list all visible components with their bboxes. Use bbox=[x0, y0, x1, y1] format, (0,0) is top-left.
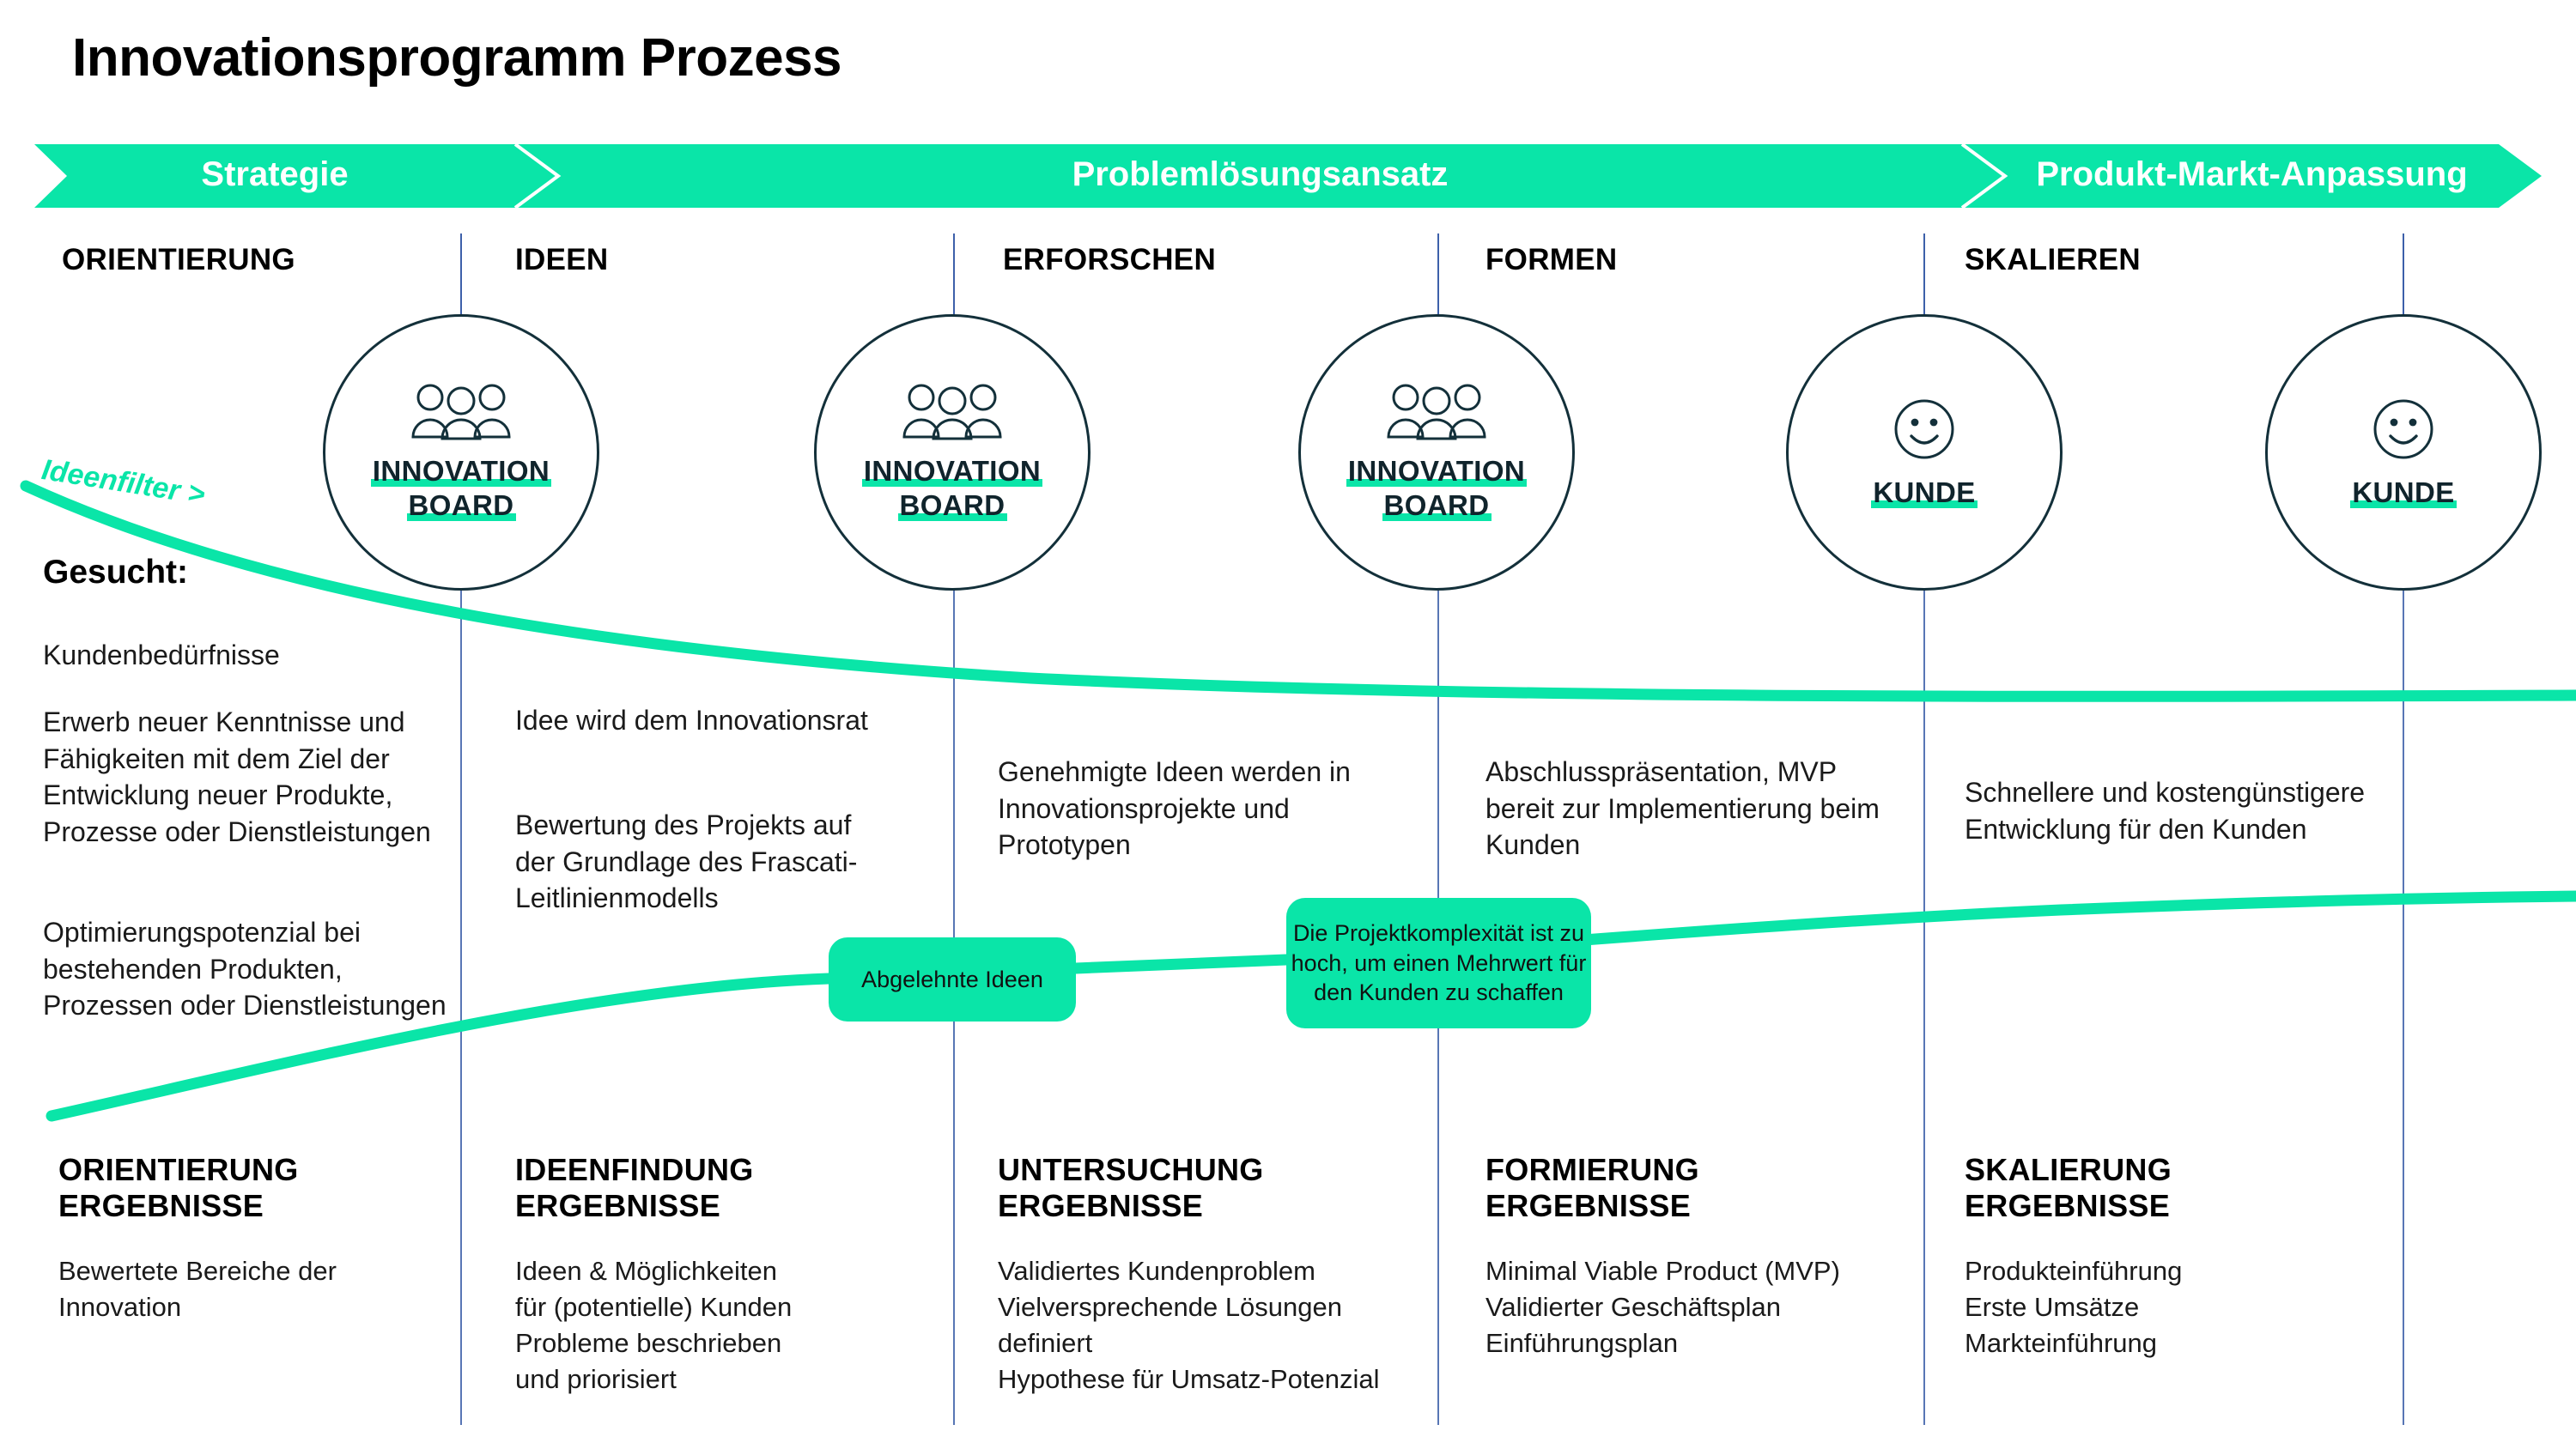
column-divider-5 bbox=[2403, 233, 2404, 1425]
node-label-line2: BOARD bbox=[406, 488, 516, 524]
description-ideen-2: Bewertung des Projekts auf der Grundlage… bbox=[515, 809, 858, 914]
node-label-line1: INNOVATION bbox=[370, 453, 552, 488]
result-body-ideenfindung: Ideen & Möglichkeiten für (potentielle) … bbox=[515, 1256, 793, 1395]
phase-label-problemloesungsansatz: Problemlösungsansatz bbox=[1072, 155, 1449, 193]
column-divider-3 bbox=[1437, 233, 1439, 1425]
smiley-face-icon bbox=[2373, 399, 2433, 459]
gesucht-title: Gesucht: bbox=[43, 554, 189, 591]
result-body-formierung: Minimal Viable Product (MVP) Validierter… bbox=[1485, 1256, 1840, 1359]
stage-label-orientierung: ORIENTIERUNG bbox=[62, 243, 295, 276]
node-label-5: KUNDE bbox=[2350, 475, 2457, 511]
description-ideen-1: Idee wird dem Innovationsrat bbox=[515, 705, 868, 736]
stem-node-3 bbox=[1437, 233, 1439, 315]
node-content-4: KUNDE bbox=[1789, 317, 2060, 588]
description-erforschen: Genehmigte Ideen werden in Innovationspr… bbox=[998, 756, 1351, 861]
smiley-face-icon bbox=[1894, 399, 1954, 459]
gesucht-item-3: Optimierungspotenzial bei bestehenden Pr… bbox=[43, 917, 447, 1022]
node-label-1: INNOVATION BOARD bbox=[370, 453, 552, 524]
node-content-2: INNOVATION BOARD bbox=[817, 317, 1088, 588]
phase-separator-2-icon bbox=[1960, 142, 2008, 209]
result-body-skalierung: Produkteinführung Erste Umsätze Marktein… bbox=[1965, 1256, 2183, 1359]
stem-node-5 bbox=[2403, 233, 2404, 315]
description-skalieren: Schnellere und kostengünstigere Entwickl… bbox=[1965, 777, 2366, 845]
people-group-icon bbox=[411, 384, 511, 440]
callout-abgelehnte-ideen[interactable]: Abgelehnte Ideen bbox=[829, 937, 1076, 1022]
node-content-3: INNOVATION BOARD bbox=[1301, 317, 1572, 588]
node-label-3: INNOVATION BOARD bbox=[1346, 453, 1528, 524]
result-body-orientierung: Bewertete Bereiche der Innovation bbox=[58, 1256, 337, 1323]
ideenfilter-label: Ideenfilter > bbox=[39, 453, 208, 512]
gesucht-item-2: Erwerb neuer Kenntnisse und Fähigkeiten … bbox=[43, 706, 431, 847]
stage-label-ideen: IDEEN bbox=[515, 243, 609, 276]
node-label-2: INNOVATION BOARD bbox=[861, 453, 1043, 524]
phase-banner bbox=[34, 142, 2542, 209]
page-title: Innovationsprogramm Prozess bbox=[72, 28, 842, 88]
node-content-5: KUNDE bbox=[2268, 317, 2539, 588]
phase-banner-shape bbox=[34, 144, 2542, 208]
column-divider-1 bbox=[460, 233, 462, 1425]
description-formen: Abschlusspräsentation, MVP bereit zur Im… bbox=[1485, 756, 1880, 861]
result-title-formierung: FORMIERUNG ERGEBNISSE bbox=[1485, 1152, 1699, 1224]
stage-label-erforschen: ERFORSCHEN bbox=[1003, 243, 1217, 276]
node-label-line1: KUNDE bbox=[1871, 475, 1978, 511]
node-label-line1: KUNDE bbox=[2350, 475, 2457, 511]
phase-label-strategie: Strategie bbox=[201, 155, 349, 193]
stem-node-4 bbox=[1923, 233, 1925, 315]
node-kunde-1[interactable]: KUNDE bbox=[1786, 314, 2063, 591]
result-title-orientierung: ORIENTIERUNG ERGEBNISSE bbox=[58, 1152, 299, 1224]
node-content-1: INNOVATION BOARD bbox=[325, 317, 597, 588]
node-kunde-2[interactable]: KUNDE bbox=[2265, 314, 2542, 591]
column-divider-4 bbox=[1923, 233, 1925, 1425]
result-title-skalierung: SKALIERUNG ERGEBNISSE bbox=[1965, 1152, 2172, 1224]
column-divider-2 bbox=[953, 233, 955, 1425]
result-title-ideenfindung: IDEENFINDUNG ERGEBNISSE bbox=[515, 1152, 754, 1224]
result-body-untersuchung: Validiertes Kundenproblem Vielverspreche… bbox=[998, 1256, 1380, 1395]
node-label-line2: BOARD bbox=[897, 488, 1007, 524]
phase-label-produkt-markt-anpassung: Produkt-Markt-Anpassung bbox=[2036, 155, 2468, 193]
node-innovation-board-1[interactable]: INNOVATION BOARD bbox=[323, 314, 599, 591]
people-group-icon bbox=[902, 384, 1002, 440]
people-group-icon bbox=[1387, 384, 1486, 440]
callout-projektkomplexitaet[interactable]: Die Projektkomplexität ist zu hoch, um e… bbox=[1286, 898, 1591, 1028]
node-label-line1: INNOVATION bbox=[1346, 453, 1528, 488]
result-title-untersuchung: UNTERSUCHUNG ERGEBNISSE bbox=[998, 1152, 1264, 1224]
node-innovation-board-3[interactable]: INNOVATION BOARD bbox=[1298, 314, 1575, 591]
stage-label-skalieren: SKALIEREN bbox=[1965, 243, 2141, 276]
node-innovation-board-2[interactable]: INNOVATION BOARD bbox=[814, 314, 1091, 591]
phase-separator-1-icon bbox=[513, 142, 562, 209]
stem-node-2 bbox=[953, 233, 955, 315]
node-label-line1: INNOVATION bbox=[861, 453, 1043, 488]
node-label-line2: BOARD bbox=[1382, 488, 1492, 524]
stem-node-1 bbox=[460, 233, 462, 315]
node-label-4: KUNDE bbox=[1871, 475, 1978, 511]
stage-label-formen: FORMEN bbox=[1485, 243, 1618, 276]
gesucht-item-1: Kundenbedürfnisse bbox=[43, 640, 280, 670]
